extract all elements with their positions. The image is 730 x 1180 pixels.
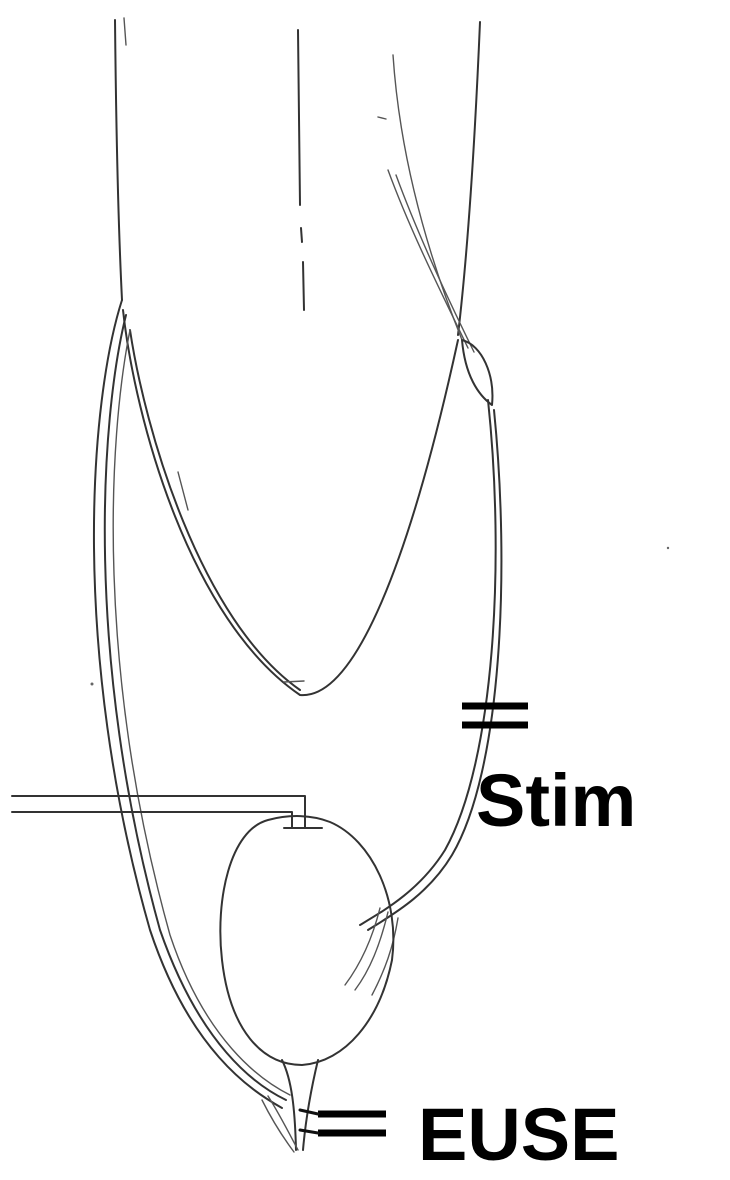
right-crossing-node [462,340,492,405]
euse-label: EUSE [418,1093,620,1176]
stim-label: Stim [476,759,636,842]
left-body-wall [115,18,126,300]
stim-electrode-marker [462,706,528,725]
bladder [220,816,393,1065]
catheter-tube [12,796,322,828]
euse-electrode-marker [300,1110,386,1133]
midline-dashed [298,30,304,310]
right-nerve-strands [345,400,501,995]
right-body-wall [458,22,480,335]
inner-u-loop [123,310,458,695]
speck-mark [91,683,94,686]
right-nerve-strands-top [378,55,474,352]
urethra [262,1060,318,1152]
speck-mark [667,547,669,549]
left-nerve-strands [94,300,290,1108]
